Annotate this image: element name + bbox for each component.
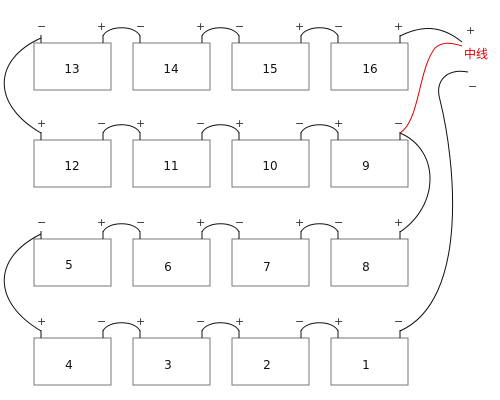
positive-output-label: +: [466, 24, 475, 37]
battery-5-left-sign: −: [37, 216, 46, 229]
battery-13-label: 13: [64, 62, 79, 76]
battery-14: − + 14: [132, 20, 211, 91]
jumper-7-8: [300, 223, 339, 233]
battery-2-left-sign: +: [235, 315, 244, 328]
battery-13: − + 13: [33, 20, 112, 91]
battery-9-label: 9: [362, 159, 370, 173]
neutral-output-wire: [399, 42, 463, 134]
battery-8-left-sign: −: [334, 216, 343, 229]
wire-13-to-12: [3, 37, 42, 134]
battery-7-left-sign: −: [235, 216, 244, 229]
battery-3-label: 3: [164, 358, 172, 372]
battery-15-right-sign: +: [295, 20, 304, 33]
battery-5: − + 5: [33, 216, 112, 287]
battery-6-left-sign: −: [136, 216, 145, 229]
jumper-6-7: [201, 223, 240, 233]
battery-14-label: 14: [163, 62, 178, 76]
jumper-10-9: [300, 124, 339, 134]
battery-12: + − 12: [33, 117, 112, 188]
battery-12-label: 12: [64, 159, 79, 173]
battery-16-label: 16: [362, 62, 377, 76]
battery-10: + − 10: [231, 117, 310, 188]
negative-output-label: −: [468, 80, 477, 93]
battery-14-right-sign: +: [196, 20, 205, 33]
battery-4: + − 4: [33, 315, 112, 386]
positive-output-wire: [399, 27, 463, 43]
jumper-12-11: [102, 124, 141, 134]
battery-2-right-sign: −: [295, 315, 304, 328]
battery-16-right-sign: +: [394, 20, 403, 33]
battery-7: − + 7: [231, 216, 310, 287]
battery-10-right-sign: −: [295, 117, 304, 130]
battery-6-label: 6: [164, 260, 172, 274]
negative-output-wire: [399, 70, 469, 332]
battery-1: + − 1: [330, 315, 409, 386]
battery-11: + − 11: [132, 117, 211, 188]
battery-9: + − 9: [330, 117, 409, 188]
battery-5-label: 5: [65, 258, 73, 272]
battery-7-right-sign: +: [295, 216, 304, 229]
battery-15-left-sign: −: [235, 20, 244, 33]
wire-5-to-4: [3, 233, 42, 332]
neutral-output-label: 中线: [464, 46, 488, 61]
battery-11-left-sign: +: [136, 117, 145, 130]
battery-1-left-sign: +: [334, 315, 343, 328]
battery-3-right-sign: −: [196, 315, 205, 328]
battery-16: − + 16: [330, 20, 409, 91]
battery-3: + − 3: [132, 315, 211, 386]
battery-4-right-sign: −: [97, 315, 106, 328]
jumper-11-10: [201, 124, 240, 134]
jumper-4-3: [102, 322, 141, 332]
battery-2: + − 2: [231, 315, 310, 386]
battery-8-label: 8: [362, 260, 370, 274]
battery-12-left-sign: +: [37, 117, 46, 130]
battery-6: − + 6: [132, 216, 211, 287]
wire-9-to-8: [399, 132, 431, 233]
jumper-2-1: [300, 322, 339, 332]
battery-14-left-sign: −: [136, 20, 145, 33]
battery-4-label: 4: [65, 358, 73, 372]
battery-9-left-sign: +: [334, 117, 343, 130]
battery-11-label: 11: [163, 159, 178, 173]
battery-15: − + 15: [231, 20, 310, 91]
battery-8-right-sign: +: [394, 216, 403, 229]
jumper-15-16: [300, 27, 339, 37]
jumper-wires: [102, 27, 339, 332]
battery-7-label: 7: [263, 260, 271, 274]
battery-3-left-sign: +: [136, 315, 145, 328]
battery-10-label: 10: [262, 159, 277, 173]
jumper-5-6: [102, 223, 141, 233]
battery-1-right-sign: −: [394, 315, 403, 328]
battery-10-left-sign: +: [235, 117, 244, 130]
battery-13-left-sign: −: [37, 20, 46, 33]
battery-11-right-sign: −: [196, 117, 205, 130]
battery-1-label: 1: [362, 358, 370, 372]
battery-5-right-sign: +: [97, 216, 106, 229]
battery-2-label: 2: [263, 358, 271, 372]
jumper-3-2: [201, 322, 240, 332]
jumper-13-14: [102, 27, 141, 37]
jumper-14-15: [201, 27, 240, 37]
battery-16-left-sign: −: [334, 20, 343, 33]
battery-8: − + 8: [330, 216, 409, 287]
battery-6-right-sign: +: [196, 216, 205, 229]
battery-15-label: 15: [262, 62, 277, 76]
battery-4-left-sign: +: [37, 315, 46, 328]
battery-13-right-sign: +: [97, 20, 106, 33]
battery-12-right-sign: −: [97, 117, 106, 130]
battery-9-right-sign: −: [394, 117, 403, 130]
